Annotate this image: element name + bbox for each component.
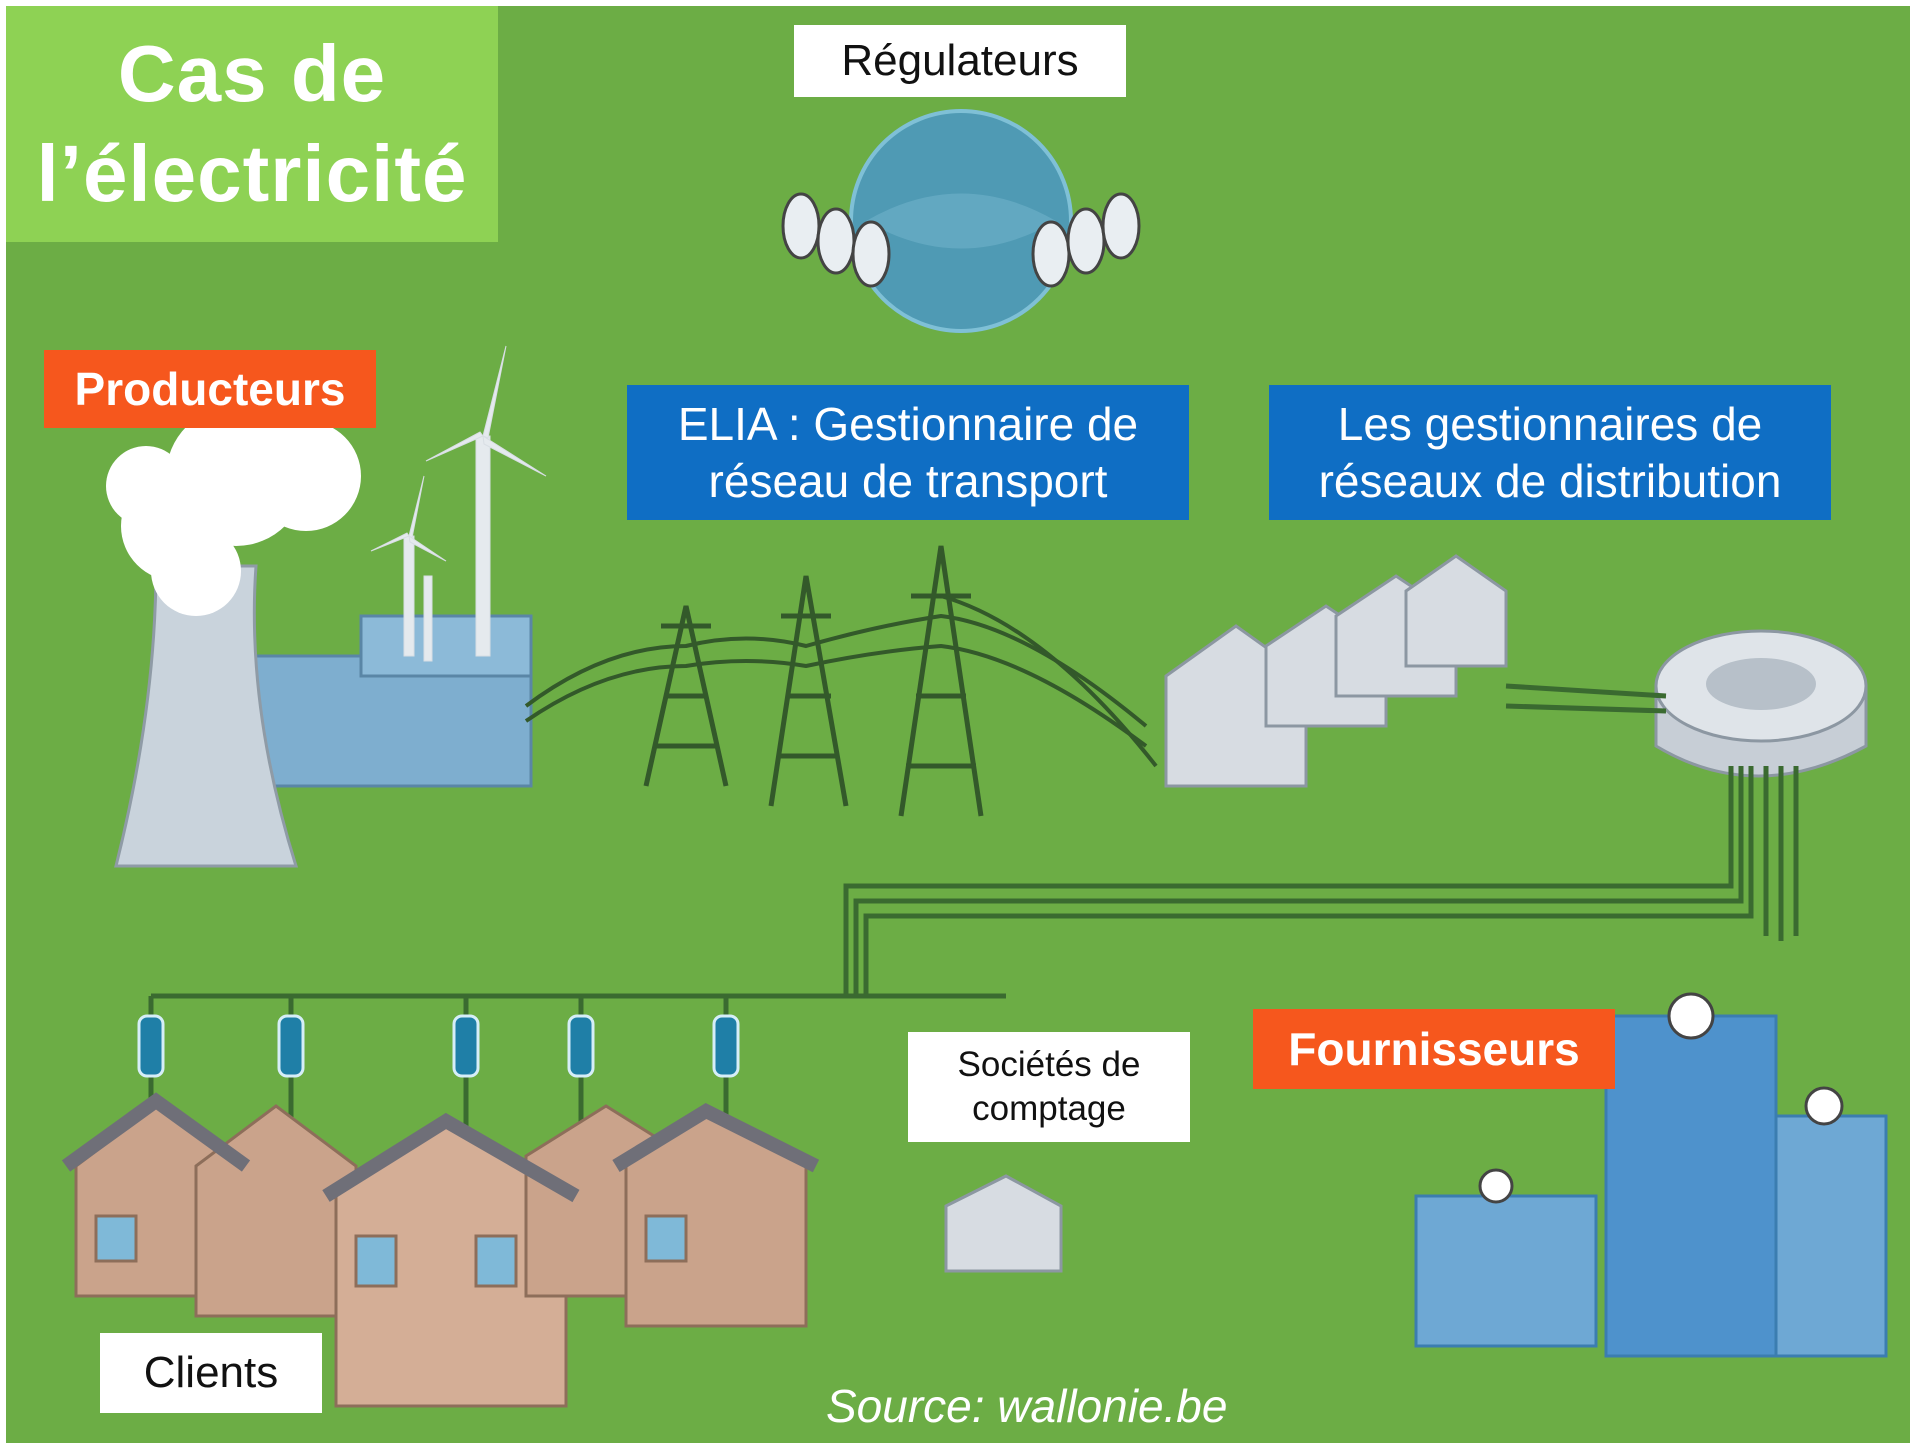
label-clients: Clients — [100, 1333, 322, 1413]
source-credit: Source: wallonie.be — [826, 1380, 1228, 1432]
label-elia: ELIA : Gestionnaire de réseau de transpo… — [627, 385, 1189, 520]
diagram-stage: Cas de l’électricité Régulateurs Product… — [6, 6, 1910, 1443]
elia-line-1: ELIA : Gestionnaire de — [677, 397, 1139, 450]
metering-line-1: Sociétés de — [957, 1045, 1141, 1084]
metering-building-icon — [944, 1174, 1063, 1273]
people-left-icon — [781, 192, 891, 288]
label-regulators: Régulateurs — [794, 25, 1126, 97]
pylon-icon — [643, 545, 984, 817]
label-producers: Producteurs — [44, 350, 376, 428]
grd-line-2: réseaux de distribution — [1318, 454, 1782, 507]
label-suppliers: Fournisseurs — [1253, 1009, 1615, 1089]
elia-line-2: réseau de transport — [708, 454, 1108, 507]
transformer-icon — [1654, 629, 1868, 778]
label-metering-companies: Sociétés de comptage — [908, 1032, 1190, 1142]
metering-line-2: comptage — [972, 1089, 1126, 1128]
meter-icon — [137, 1014, 740, 1078]
illustration — [61, 109, 1888, 1408]
title-line-1: Cas de — [117, 29, 387, 118]
grd-line-1: Les gestionnaires de — [1337, 397, 1763, 450]
wind-turbine-icon — [370, 345, 547, 662]
substation-icon — [1164, 554, 1508, 788]
regulator-globe-icon — [781, 109, 1141, 333]
power-plant-icon — [106, 406, 533, 868]
slide-title: Cas de l’électricité — [6, 6, 498, 242]
title-line-2: l’électricité — [36, 129, 468, 218]
office-building-icon — [1414, 992, 1888, 1358]
steam-cloud-icon — [106, 406, 361, 616]
label-distribution-operators: Les gestionnaires de réseaux de distribu… — [1269, 385, 1831, 520]
house-icon — [61, 1092, 820, 1408]
transmission-lines — [524, 594, 1158, 768]
people-right-icon — [1031, 192, 1141, 288]
